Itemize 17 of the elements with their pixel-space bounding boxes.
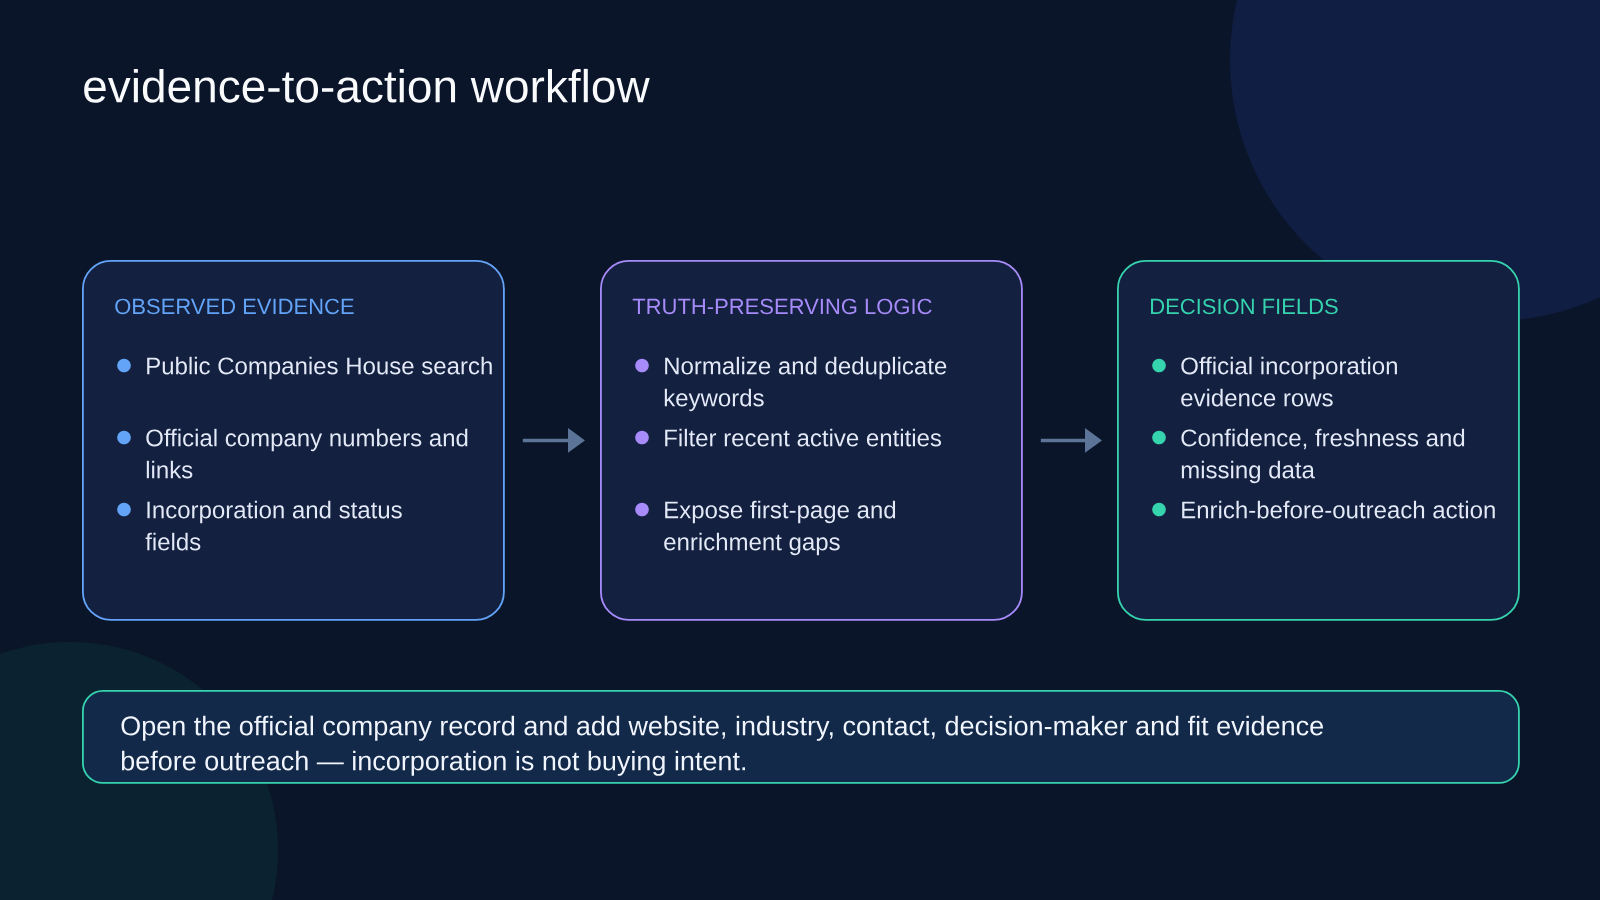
card-heading: OBSERVED EVIDENCE [115,298,354,315]
list-item: Enrich-before-outreach action [1182,500,1495,519]
title: evidence-to-action workflow [84,68,650,103]
list-item: Confidence, freshness and missing data [1181,428,1465,484]
list-item: Official company numbers and links [146,428,468,479]
list-item: Official incorporation evidence rows [1181,356,1397,407]
stage-card [1117,260,1520,621]
note-box: Open the official company record and add website, industry, contact, decision-maker and fit evidence before outreach — incorporation is not buying intent. [82,690,1520,784]
list-item: Filter recent active entities [665,428,942,447]
list-item: Incorporation and status fields [145,500,402,551]
list-item: Public Companies House search [147,356,492,380]
stage-card [82,260,505,621]
card-heading: TRUTH-PRESERVING LOGIC [632,298,932,315]
stage-card [600,260,1023,621]
list-item: Normalize and deduplicate keywords [664,356,947,412]
list-item: Expose first-page and enrichment gaps [664,500,896,556]
card-heading: DECISION FIELDS [1151,298,1338,315]
